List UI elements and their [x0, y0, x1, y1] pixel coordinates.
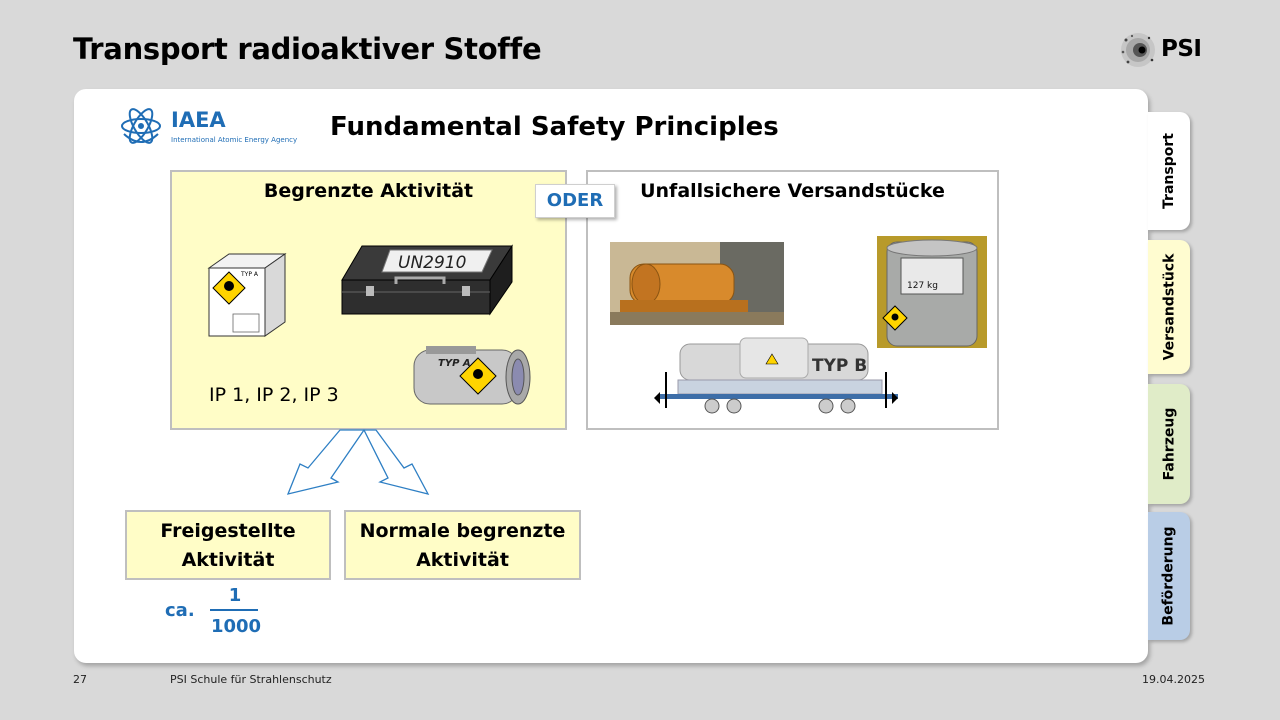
- type-a-box-image: TYP A: [207, 253, 287, 337]
- tab-fahrzeug[interactable]: Fahrzeug: [1148, 384, 1190, 504]
- section-heading: Fundamental Safety Principles: [330, 112, 779, 142]
- ip-label: IP 1, IP 2, IP 3: [209, 384, 339, 406]
- oder-label: ODER: [535, 184, 615, 218]
- tab-transport-label: Transport: [1161, 133, 1177, 209]
- tab-versandstueck-label: Versandstück: [1161, 253, 1177, 361]
- drum-weight-label: 127 kg: [907, 281, 938, 291]
- fraction-prefix: ca.: [165, 600, 195, 621]
- normal-line-1: Normale begrenzte: [359, 520, 566, 542]
- psi-dots-icon: [1121, 33, 1155, 67]
- exempt-line-2: Aktivität: [181, 549, 275, 571]
- iaea-logo: IAEA International Atomic Energy Agency: [119, 104, 299, 148]
- page-title: Transport radioaktiver Stoffe: [73, 32, 542, 66]
- case-label: UN2910: [398, 253, 466, 273]
- type-b-railcar-image: TYP B: [654, 337, 898, 414]
- railcar-type-label: TYP B: [812, 356, 867, 376]
- tab-transport[interactable]: Transport: [1148, 112, 1190, 230]
- psi-logo: PSI: [1114, 30, 1210, 70]
- fraction-denominator: 1000: [210, 616, 262, 637]
- heavy-cask-image: [610, 242, 784, 325]
- tab-fahrzeug-label: Fahrzeug: [1161, 407, 1178, 481]
- page-number: 27: [73, 673, 87, 686]
- tab-befoerderung-label: Beförderung: [1161, 526, 1177, 626]
- exempt-line-1: Freigestellte: [160, 520, 296, 542]
- normal-line-2: Aktivität: [416, 549, 509, 571]
- tab-versandstueck[interactable]: Versandstück: [1148, 240, 1190, 374]
- tab-befoerderung[interactable]: Beförderung: [1148, 512, 1190, 640]
- psi-logo-text: PSI: [1161, 36, 1202, 62]
- footer-date: 19.04.2025: [1142, 673, 1205, 686]
- iaea-subtitle: International Atomic Energy Agency: [171, 136, 298, 144]
- box-type-label: TYP A: [240, 271, 259, 278]
- un2910-case-image: UN2910: [341, 244, 513, 316]
- canister-type-label: TYP A: [438, 358, 471, 369]
- iaea-atom-icon: [121, 108, 161, 144]
- iaea-name: IAEA: [171, 108, 226, 132]
- normal-limited-activity-box: Normale begrenzte Aktivität: [344, 510, 581, 580]
- limited-activity-title: Begrenzte Aktivität: [263, 180, 474, 202]
- type-a-canister-image: TYP A: [413, 346, 531, 405]
- footer-school: PSI Schule für Strahlenschutz: [170, 673, 332, 686]
- steel-drum-image: 127 kg: [877, 236, 987, 348]
- fraction-bar: [210, 609, 258, 611]
- split-arrows-icon: [286, 429, 430, 495]
- fraction-numerator: 1: [228, 585, 242, 606]
- exempt-activity-box: Freigestellte Aktivität: [125, 510, 331, 580]
- accident-safe-title: Unfallsichere Versandstücke: [640, 180, 945, 202]
